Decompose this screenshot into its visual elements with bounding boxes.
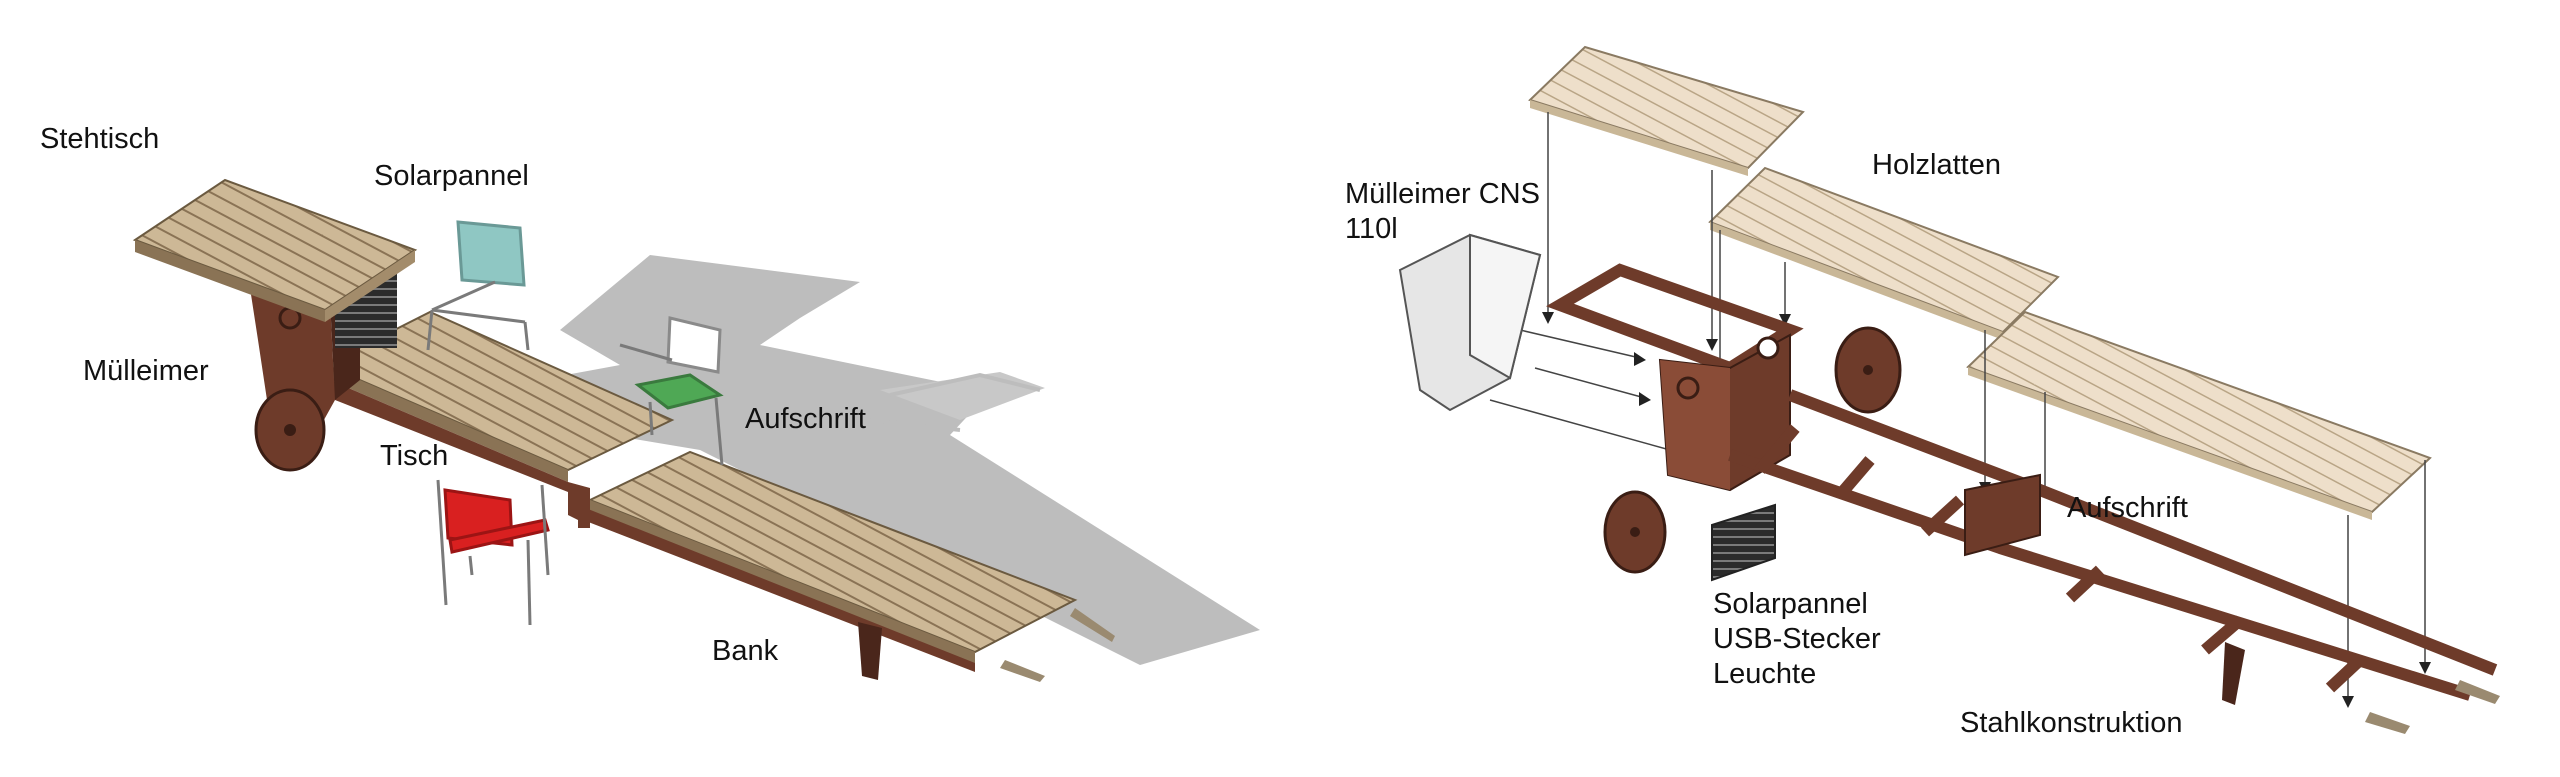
ground-shadow [880, 372, 1045, 420]
bin-insert-side [1469, 233, 1542, 380]
label-holzlatten: Holzlatten [1872, 149, 2001, 181]
tisch-steel-support [568, 482, 590, 528]
bank-foot-tip [1000, 660, 1045, 682]
chair-shadow [869, 372, 1041, 432]
wheel-right-hub [1863, 365, 1873, 375]
stehtisch-side [325, 250, 415, 322]
tisch-edge [325, 365, 568, 482]
steel-leg [2222, 642, 2245, 705]
label-tisch: Tisch [380, 440, 448, 472]
bank-edge [590, 500, 975, 664]
label-muelleimer-volume: 110l [1345, 213, 1398, 245]
exploded-view [1398, 45, 2500, 734]
label-leuchte: Leuchte [1713, 658, 1816, 690]
steel-bench-box [1964, 473, 2041, 557]
slat-panel-2 [1708, 166, 2060, 334]
label-aufschrift-right: Aufschrift [2067, 492, 2188, 524]
label-usb-stecker: USB-Stecker [1713, 623, 1881, 655]
chair-green [619, 316, 724, 466]
label-muelleimer-left: Mülleimer [83, 355, 209, 387]
chair-teal [426, 220, 530, 351]
steel-frame-top-tray [1546, 263, 1804, 375]
bank-leg [858, 622, 882, 680]
cart-opening-right [1676, 376, 1700, 400]
label-bank: Bank [712, 635, 779, 667]
label-solarpannel-right: Solarpannel [1713, 588, 1868, 620]
slat-panel-3-edge [1968, 367, 2372, 520]
cart-opening-right-2 [1756, 336, 1780, 360]
steel-foot-tip [2455, 680, 2500, 704]
label-aufschrift-left: Aufschrift [745, 403, 866, 435]
solar-panel-unit [1711, 503, 1776, 582]
tisch-steel-frame [325, 378, 568, 492]
slat-panel-1-edge [1530, 100, 1748, 176]
wheel-left-hub [1630, 527, 1640, 537]
chair-red [436, 479, 550, 626]
steel-foot-tip [2365, 712, 2410, 734]
slat-panel-2-edge [1710, 222, 2003, 340]
label-muelleimer-cns: Mülleimer CNS [1345, 178, 1540, 210]
bank-top [587, 450, 1078, 654]
stehtisch-edge [135, 240, 325, 322]
bank-foot-tip [1070, 608, 1115, 642]
assembled-view [132, 178, 1260, 682]
label-stahlkonstruktion: Stahlkonstruktion [1960, 707, 2182, 739]
label-solarpannel-left: Solarpannel [374, 160, 529, 192]
ground-shadow [430, 255, 1260, 665]
slat-panel-1 [1528, 45, 1805, 170]
wheel-hub [284, 424, 296, 436]
label-stehtisch: Stehtisch [40, 123, 159, 155]
